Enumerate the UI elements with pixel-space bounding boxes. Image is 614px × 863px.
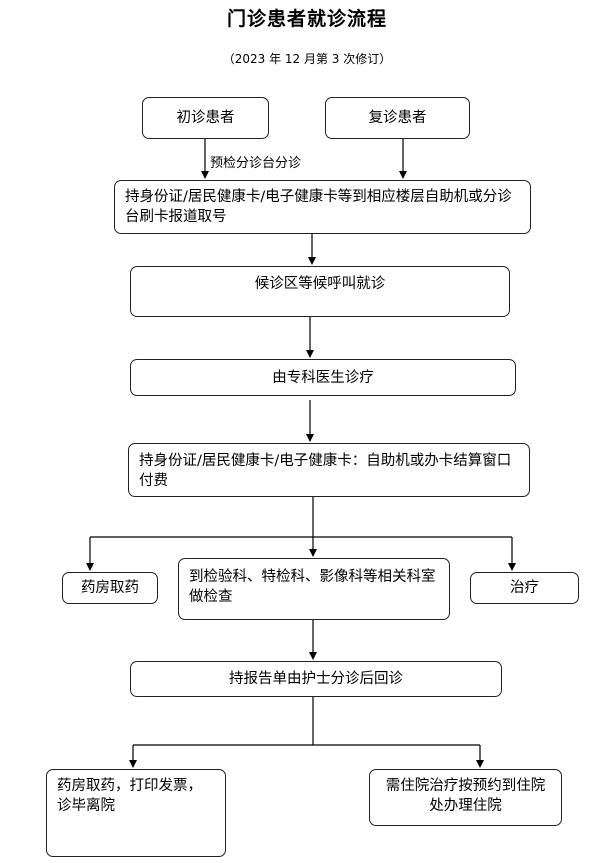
return-visit-node: 复诊患者	[325, 97, 470, 139]
pharmacy-node: 药房取药	[62, 572, 158, 604]
discharge-node: 药房取药，打印发票，诊毕离院	[46, 769, 226, 857]
doctor-node: 由专科医生诊疗	[130, 359, 516, 396]
revision-note: （2023 年 12 月第 3 次修订）	[222, 52, 392, 66]
exam-node: 到检验科、特检科、影像科等相关科室做检查	[178, 558, 450, 620]
register-node: 持身份证/居民健康卡/电子健康卡等到相应楼层自助机或分诊台刷卡报道取号	[114, 180, 531, 234]
page-title: 门诊患者就诊流程	[226, 8, 387, 30]
triage-label: 预检分诊台分诊	[210, 156, 302, 171]
first-visit-node: 初诊患者	[142, 97, 269, 139]
treatment-node: 治疗	[470, 572, 579, 604]
report-node: 持报告单由护士分诊后回诊	[130, 661, 502, 697]
admission-node: 需住院治疗按预约到住院处办理住院	[369, 769, 562, 826]
payment-node: 持身份证/居民健康卡/电子健康卡：自助机或办卡结算窗口付费	[128, 443, 530, 497]
wait-node: 候诊区等候呼叫就诊	[130, 266, 510, 317]
